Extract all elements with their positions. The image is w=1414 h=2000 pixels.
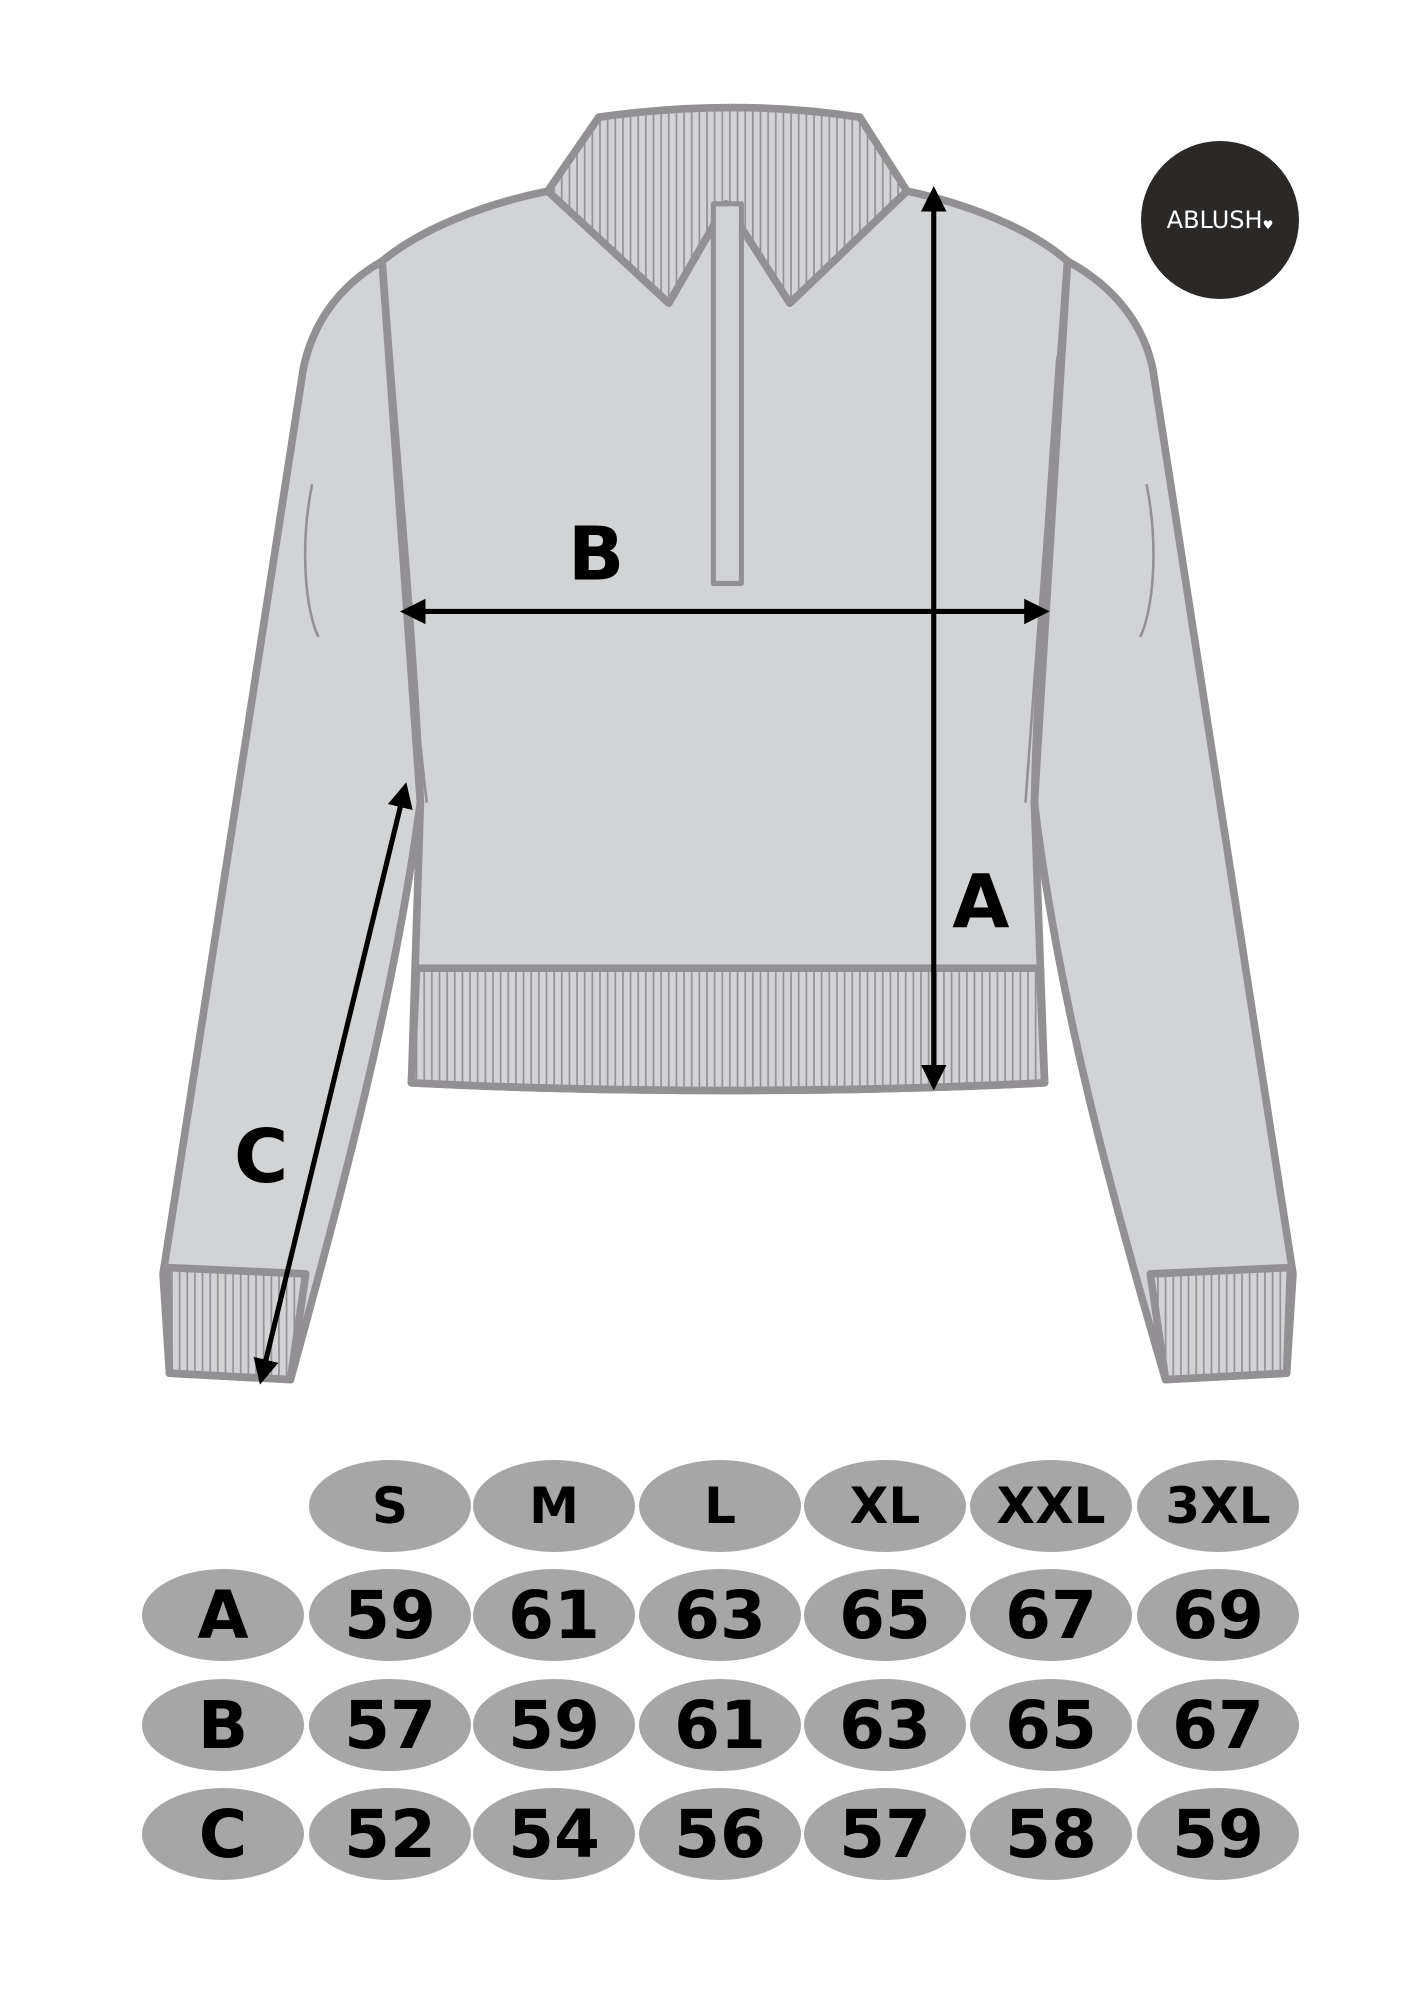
label-b: B	[568, 512, 624, 598]
heart-icon: ♥	[1262, 218, 1274, 232]
label-c: C	[234, 1114, 288, 1200]
table-cell: 67	[970, 1569, 1132, 1661]
right-sleeve	[1030, 257, 1297, 1384]
size-header-xl: XL	[804, 1460, 966, 1552]
table-cell: 61	[473, 1569, 635, 1661]
size-header-xxl: XXL	[970, 1460, 1132, 1552]
row-label-a: A	[142, 1569, 304, 1661]
table-cell: 65	[804, 1569, 966, 1661]
row-label-b: B	[142, 1679, 304, 1771]
brand-logo: ABLUSH♥	[1141, 141, 1299, 299]
table-cell: 61	[639, 1679, 801, 1771]
label-a: A	[952, 859, 1009, 945]
table-cell: 54	[473, 1788, 635, 1880]
brand-name: ABLUSH	[1166, 206, 1263, 234]
table-cell: 59	[1137, 1788, 1299, 1880]
row-label-c: C	[142, 1788, 304, 1880]
table-cell: 65	[970, 1679, 1132, 1771]
table-cell: 69	[1137, 1569, 1299, 1661]
table-cell: 63	[639, 1569, 801, 1661]
size-header-s: S	[309, 1460, 471, 1552]
arrow-c	[253, 782, 413, 1385]
size-header-m: M	[473, 1460, 635, 1552]
table-cell: 57	[309, 1679, 471, 1771]
table-cell: 59	[309, 1569, 471, 1661]
table-cell: 57	[804, 1788, 966, 1880]
table-cell: 52	[309, 1788, 471, 1880]
zipper	[710, 201, 744, 586]
table-cell: 63	[804, 1679, 966, 1771]
table-cell: 56	[639, 1788, 801, 1880]
table-cell: 59	[473, 1679, 635, 1771]
right-cuff	[1146, 1263, 1295, 1384]
size-header-3xl: 3XL	[1137, 1460, 1299, 1552]
table-cell: 58	[970, 1788, 1132, 1880]
size-header-l: L	[639, 1460, 801, 1552]
hem-rib	[407, 964, 1049, 1095]
left-sleeve	[159, 257, 425, 1384]
table-cell: 67	[1137, 1679, 1299, 1771]
